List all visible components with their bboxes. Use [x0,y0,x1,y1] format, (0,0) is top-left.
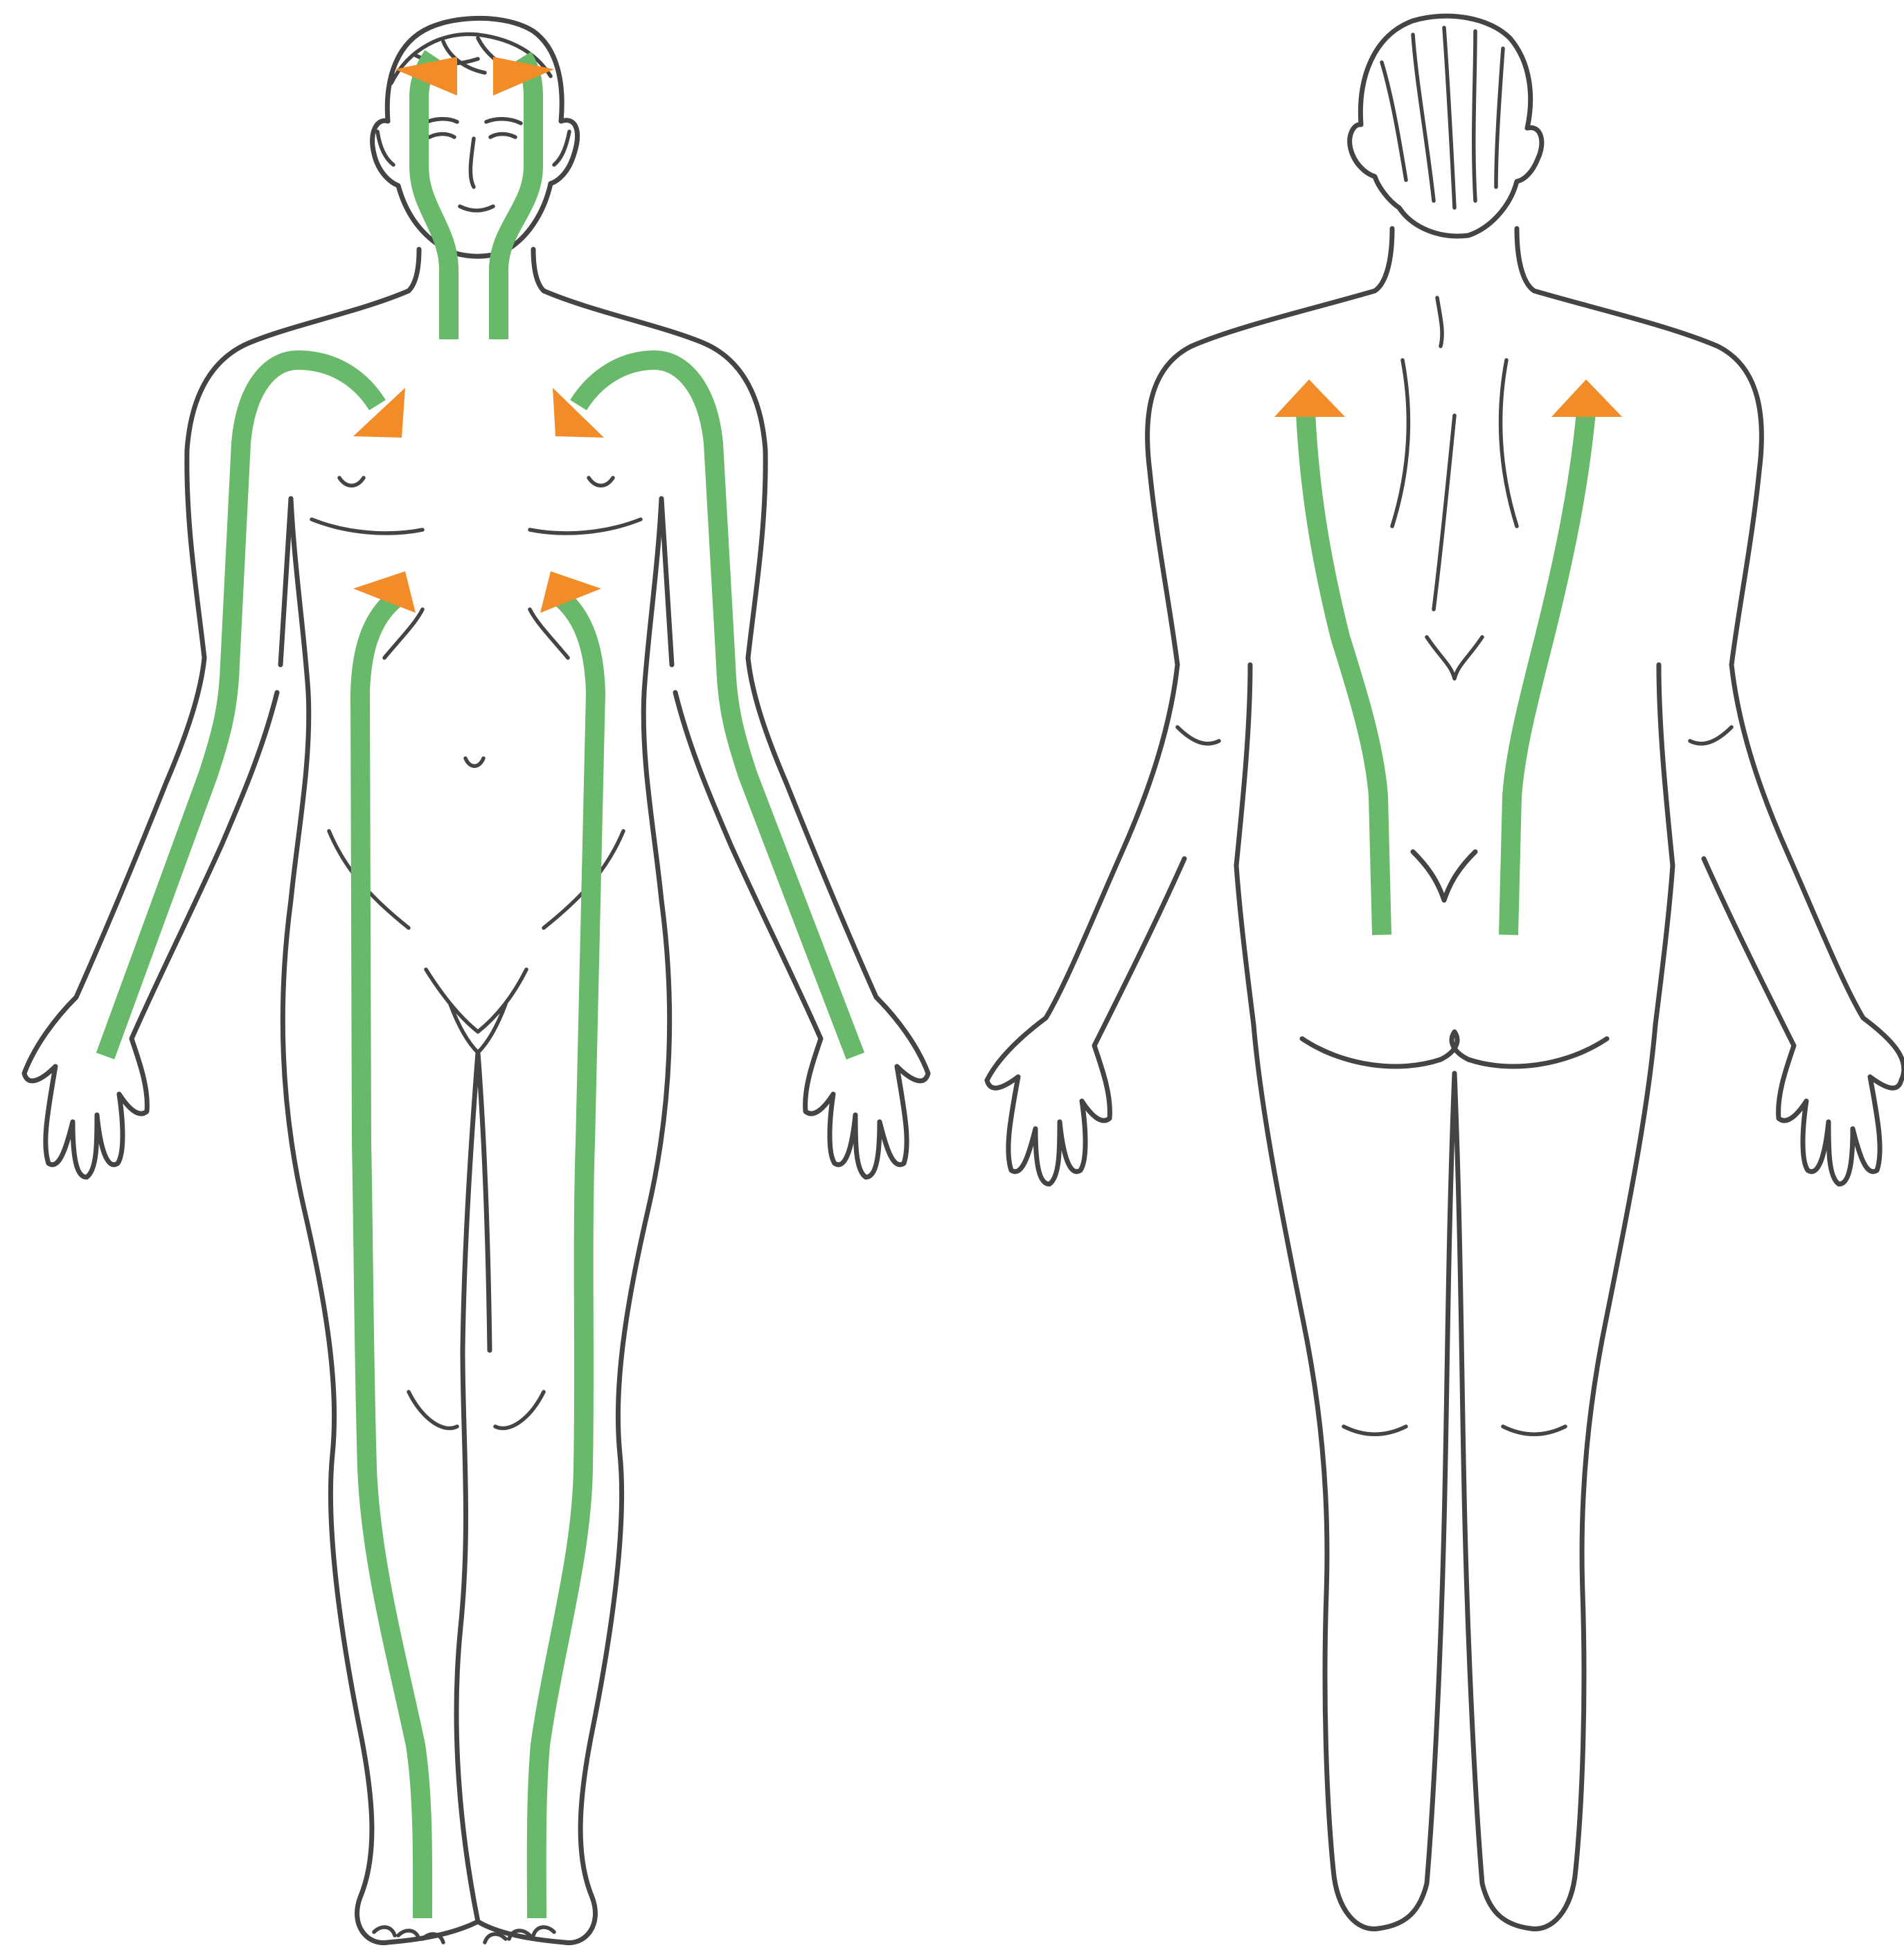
front-right-arm-flow-line [578,360,855,1056]
back-right-arrowhead [1551,379,1622,417]
front-waist [291,499,661,900]
front-knees [409,1392,544,1429]
back-torso [1148,229,1762,665]
back-hips [1236,852,1673,1066]
front-torso [187,249,765,658]
flow-lines [105,55,1586,1918]
front-left-arm [24,499,291,1177]
arrowheads [353,57,1622,613]
back-knees [1344,1426,1565,1434]
front-face [424,119,521,211]
back-left-flow-line [1306,412,1382,935]
front-neck-right-flow-line [499,57,533,339]
front-right-leg-flow-line [537,599,596,1918]
front-left-arm-flow-line [105,360,377,1056]
back-figure [987,16,1904,1929]
front-neck-left-flow-line [419,55,449,339]
back-details [1177,298,1732,744]
front-legs [283,900,669,1943]
front-figure [24,18,928,1942]
back-right-flow-line [1509,412,1586,935]
back-hair [1382,28,1503,208]
back-legs [1254,1025,1655,1929]
front-right-arm [661,499,928,1177]
back-left-arrowhead [1274,379,1345,417]
front-left-leg-flow-line [360,599,422,1918]
